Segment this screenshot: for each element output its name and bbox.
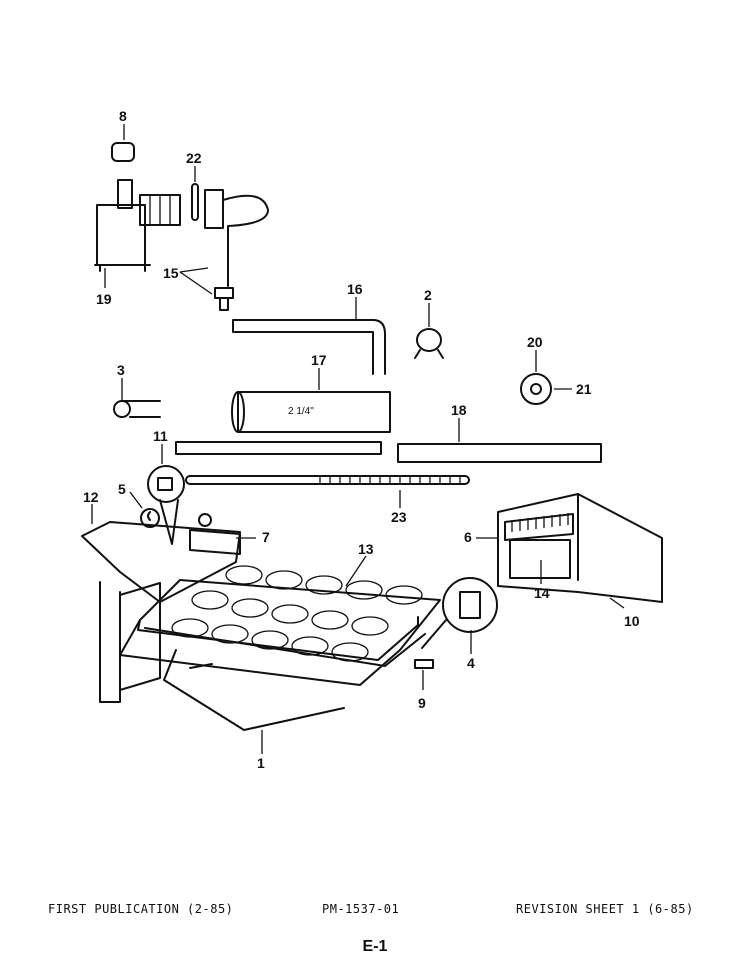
- callout-10: 10: [624, 613, 640, 629]
- part-1-wire-arm: [163, 649, 345, 731]
- callout-23: 23: [391, 509, 407, 525]
- callout-12: 12: [83, 489, 99, 505]
- leader-lines: [91, 124, 625, 754]
- callout-22: 22: [186, 150, 202, 166]
- part-20-washer: [520, 373, 552, 405]
- callout-18: 18: [451, 402, 467, 418]
- callout-20: 20: [527, 334, 543, 350]
- part-9-screw: [414, 659, 434, 669]
- ice-tray-cups: [171, 565, 423, 662]
- callout-1: 1: [257, 755, 265, 771]
- callout-9: 9: [418, 695, 426, 711]
- callout-15: 15: [163, 265, 179, 281]
- callout-5: 5: [118, 481, 126, 497]
- footer-right: REVISION SHEET 1 (6-85): [516, 902, 694, 916]
- footer-left: FIRST PUBLICATION (2-85): [48, 902, 234, 916]
- water-valve-assembly: [94, 179, 269, 311]
- part-3-clip: [113, 400, 161, 418]
- part-8-cap: [111, 142, 135, 162]
- part-5-clip: [140, 508, 160, 528]
- callout-8: 8: [119, 108, 127, 124]
- callout-21: 21: [576, 381, 592, 397]
- ice-maker-body: [81, 513, 441, 703]
- footer-center: PM-1537-01: [322, 902, 400, 916]
- part-18-tube: [175, 441, 602, 463]
- callout-11: 11: [153, 428, 168, 444]
- callout-4: 4: [467, 655, 475, 671]
- part-23-heater: [185, 475, 470, 485]
- part-16-bent-tube: [232, 319, 386, 375]
- page-number: E-1: [362, 938, 388, 955]
- part-17-sleeve: 2 1/4": [231, 391, 391, 433]
- part-22-oring: [191, 183, 199, 221]
- tube-marking: 2 1/4": [288, 406, 314, 417]
- callout-2: 2: [424, 287, 432, 303]
- part-11-detail: [147, 465, 185, 545]
- callout-labels: 8 22 15 19 16 2 20 21 3 17 18 11 5 12 7 …: [83, 108, 640, 771]
- callout-16: 16: [347, 281, 363, 297]
- callout-14: 14: [534, 585, 550, 601]
- part-10-cover: [497, 493, 663, 603]
- part-2-clamp: [414, 328, 444, 359]
- callout-17: 17: [311, 352, 327, 368]
- callout-3: 3: [117, 362, 125, 378]
- callout-6: 6: [464, 529, 472, 545]
- part-4-detail: [421, 577, 498, 649]
- callout-19: 19: [96, 291, 112, 307]
- callout-7: 7: [262, 529, 270, 545]
- callout-13: 13: [358, 541, 374, 557]
